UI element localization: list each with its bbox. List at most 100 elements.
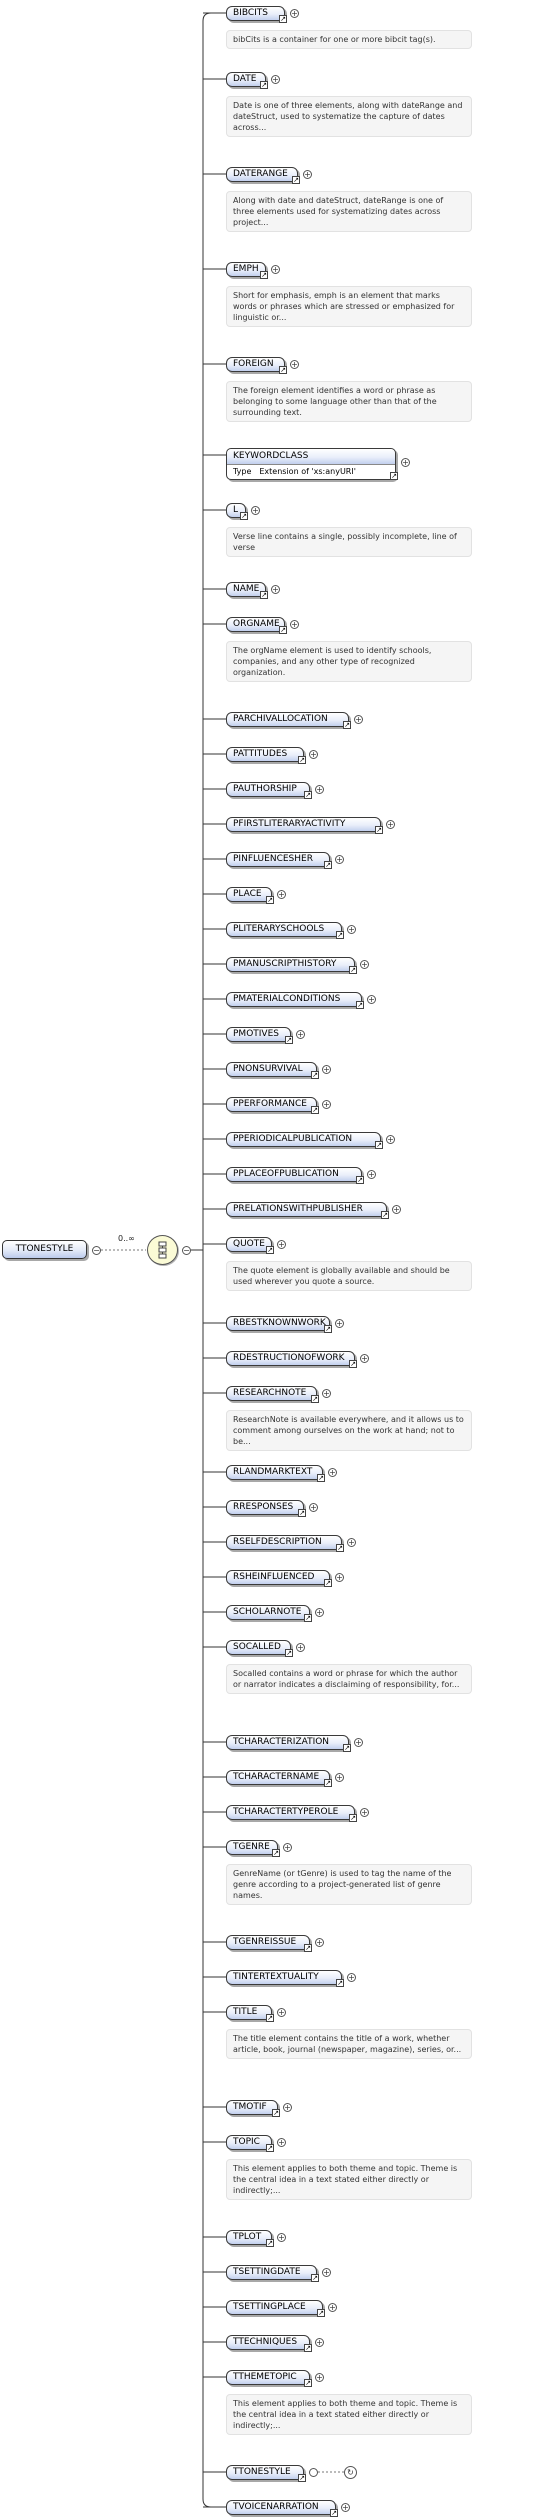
keywordclass-reference-icon[interactable]: ↗ bbox=[390, 472, 398, 480]
element-tvoicenarration[interactable]: TVOICENARRATION bbox=[226, 2500, 336, 2515]
reference-arrow-icon[interactable]: ↗ bbox=[336, 931, 344, 939]
element-tcharactername[interactable]: TCHARACTERNAME bbox=[226, 1770, 330, 1785]
expand-icon[interactable]: + bbox=[367, 995, 376, 1004]
expand-icon[interactable]: + bbox=[315, 1938, 324, 1947]
element-scholarnote[interactable]: SCHOLARNOTE bbox=[226, 1605, 310, 1620]
reference-arrow-icon[interactable]: ↗ bbox=[272, 1849, 280, 1857]
reference-arrow-icon[interactable]: ↗ bbox=[311, 1395, 319, 1403]
element-pauthorship[interactable]: PAUTHORSHIP bbox=[226, 782, 310, 797]
recursion-icon[interactable] bbox=[309, 2468, 318, 2477]
expand-icon[interactable]: + bbox=[360, 1808, 369, 1817]
expand-icon[interactable]: + bbox=[296, 1030, 305, 1039]
expand-icon[interactable]: + bbox=[360, 960, 369, 969]
element-rresponses[interactable]: RRESPONSES bbox=[226, 1500, 304, 1515]
expand-icon[interactable]: + bbox=[386, 1135, 395, 1144]
element-socalled[interactable]: SOCALLED bbox=[226, 1640, 291, 1655]
element-name[interactable]: NAME bbox=[226, 582, 266, 597]
expand-icon[interactable]: + bbox=[290, 9, 299, 18]
element-pnonsurvival[interactable]: PNONSURVIVAL bbox=[226, 1062, 317, 1077]
reference-arrow-icon[interactable]: ↗ bbox=[375, 1141, 383, 1149]
sequence-compositor-icon[interactable] bbox=[147, 1235, 178, 1265]
element-tmotif[interactable]: TMOTIF bbox=[226, 2100, 278, 2115]
reference-arrow-icon[interactable]: ↗ bbox=[304, 2344, 312, 2352]
expand-icon[interactable]: + bbox=[322, 2268, 331, 2277]
expand-icon[interactable]: + bbox=[309, 750, 318, 759]
element-pattitudes[interactable]: PATTITUDES bbox=[226, 747, 304, 762]
element-rlandmarktext[interactable]: RLANDMARKTEXT bbox=[226, 1465, 323, 1480]
expand-icon[interactable]: + bbox=[315, 2373, 324, 2382]
element-ttechniques[interactable]: TTECHNIQUES bbox=[226, 2335, 310, 2350]
reference-arrow-icon[interactable]: ↗ bbox=[375, 826, 383, 834]
reference-arrow-icon[interactable]: ↗ bbox=[298, 1509, 306, 1517]
reference-arrow-icon[interactable]: ↗ bbox=[266, 1246, 274, 1254]
element-prelationswithpublisher[interactable]: PRELATIONSWITHPUBLISHER bbox=[226, 1202, 387, 1217]
reference-arrow-icon[interactable]: ↗ bbox=[311, 1106, 319, 1114]
reference-arrow-icon[interactable]: ↗ bbox=[266, 2239, 274, 2247]
expand-icon[interactable]: + bbox=[360, 1354, 369, 1363]
reference-arrow-icon[interactable]: ↗ bbox=[349, 1814, 357, 1822]
element-researchnote[interactable]: RESEARCHNOTE bbox=[226, 1386, 317, 1401]
reference-arrow-icon[interactable]: ↗ bbox=[343, 721, 351, 729]
expand-icon[interactable]: + bbox=[315, 1608, 324, 1617]
reference-arrow-icon[interactable]: ↗ bbox=[349, 966, 357, 974]
expand-icon[interactable]: + bbox=[341, 2503, 350, 2512]
expand-icon[interactable]: + bbox=[271, 585, 280, 594]
reference-arrow-icon[interactable]: ↗ bbox=[304, 1944, 312, 1952]
expand-icon[interactable]: + bbox=[277, 2233, 286, 2242]
reference-arrow-icon[interactable]: ↗ bbox=[285, 1036, 293, 1044]
reference-arrow-icon[interactable]: ↗ bbox=[336, 1979, 344, 1987]
element-foreign[interactable]: FOREIGN bbox=[226, 357, 285, 372]
reference-arrow-icon[interactable]: ↗ bbox=[292, 176, 300, 184]
expand-icon[interactable]: + bbox=[283, 1843, 292, 1852]
reference-arrow-icon[interactable]: ↗ bbox=[381, 1211, 389, 1219]
element-pmanuscripthistory[interactable]: PMANUSCRIPTHISTORY bbox=[226, 957, 355, 972]
expand-icon[interactable]: + bbox=[277, 2138, 286, 2147]
element-orgname[interactable]: ORGNAME bbox=[226, 617, 285, 632]
element-parchivallocation[interactable]: PARCHIVALLOCATION bbox=[226, 712, 349, 727]
reference-arrow-icon[interactable]: ↗ bbox=[298, 756, 306, 764]
expand-icon[interactable]: + bbox=[328, 2303, 337, 2312]
expand-icon[interactable]: + bbox=[322, 1065, 331, 1074]
expand-icon[interactable]: + bbox=[347, 1538, 356, 1547]
element-pperformance[interactable]: PPERFORMANCE bbox=[226, 1097, 317, 1112]
element-rsheinfluenced[interactable]: RSHEINFLUENCED bbox=[226, 1570, 330, 1585]
reference-arrow-icon[interactable]: ↗ bbox=[260, 591, 268, 599]
expand-icon[interactable]: + bbox=[296, 1643, 305, 1652]
reference-arrow-icon[interactable]: ↗ bbox=[272, 2109, 280, 2117]
element-tgenreissue[interactable]: TGENREISSUE bbox=[226, 1935, 310, 1950]
element-tthemetopic[interactable]: TTHEMETOPIC bbox=[226, 2370, 310, 2385]
element-topic[interactable]: TOPIC bbox=[226, 2135, 272, 2150]
sequence-collapse-icon[interactable]: − bbox=[182, 1246, 191, 1255]
root-expand-icon[interactable]: − bbox=[92, 1246, 101, 1255]
element-tcharactertyperole[interactable]: TCHARACTERTYPEROLE bbox=[226, 1805, 355, 1820]
element-tcharacterization[interactable]: TCHARACTERIZATION bbox=[226, 1735, 349, 1750]
expand-icon[interactable]: + bbox=[354, 1738, 363, 1747]
reference-arrow-icon[interactable]: ↗ bbox=[279, 366, 287, 374]
element-bibcits[interactable]: BIBCITS bbox=[226, 6, 285, 21]
reference-arrow-icon[interactable]: ↗ bbox=[279, 15, 287, 23]
element-tsettingplace[interactable]: TSETTINGPLACE bbox=[226, 2300, 323, 2315]
element-tsettingdate[interactable]: TSETTINGDATE bbox=[226, 2265, 317, 2280]
reference-arrow-icon[interactable]: ↗ bbox=[240, 512, 248, 520]
reference-arrow-icon[interactable]: ↗ bbox=[266, 2144, 274, 2152]
expand-icon[interactable]: + bbox=[335, 855, 344, 864]
reference-arrow-icon[interactable]: ↗ bbox=[304, 791, 312, 799]
reference-arrow-icon[interactable]: ↗ bbox=[266, 2014, 274, 2022]
reference-arrow-icon[interactable]: ↗ bbox=[336, 1544, 344, 1552]
element-tplot[interactable]: TPLOT bbox=[226, 2230, 272, 2245]
reference-arrow-icon[interactable]: ↗ bbox=[311, 1071, 319, 1079]
element-quote[interactable]: QUOTE bbox=[226, 1237, 272, 1252]
reference-arrow-icon[interactable]: ↗ bbox=[304, 1614, 312, 1622]
element-pmaterialconditions[interactable]: PMATERIALCONDITIONS bbox=[226, 992, 362, 1007]
expand-icon[interactable]: + bbox=[322, 1389, 331, 1398]
element-pfirstliteraryactivity[interactable]: PFIRSTLITERARYACTIVITY bbox=[226, 817, 381, 832]
reference-arrow-icon[interactable]: ↗ bbox=[279, 626, 287, 634]
expand-icon[interactable]: + bbox=[251, 506, 260, 515]
reference-arrow-icon[interactable]: ↗ bbox=[311, 2274, 319, 2282]
reference-arrow-icon[interactable]: ↗ bbox=[356, 1001, 364, 1009]
element-title[interactable]: TITLE bbox=[226, 2005, 272, 2020]
element-pliteraryschools[interactable]: PLITERARYSCHOOLS bbox=[226, 922, 342, 937]
expand-icon[interactable]: + bbox=[315, 785, 324, 794]
expand-icon[interactable]: + bbox=[367, 1170, 376, 1179]
